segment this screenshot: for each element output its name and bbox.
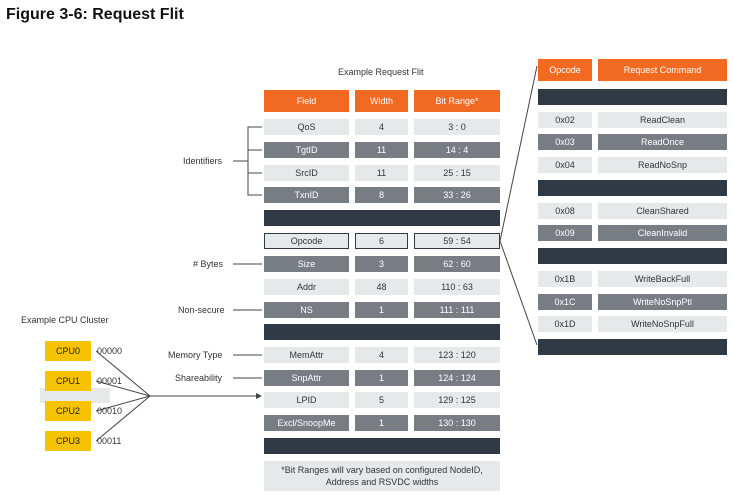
- cpu1-box: CPU1: [45, 371, 91, 391]
- label-identifiers: Identifiers: [183, 156, 223, 166]
- field-txnid: TxnID: [264, 187, 349, 203]
- field-size: Size: [264, 256, 349, 272]
- label-memory-type: Memory Type: [168, 350, 223, 360]
- opcode-divider-bar: [538, 89, 727, 105]
- width-tgtid: 11: [355, 142, 408, 158]
- opcode-command: WriteBackFull: [598, 271, 727, 287]
- cpu1-id: 00001: [97, 376, 123, 386]
- field-srcid: SrcID: [264, 165, 349, 181]
- range-excl-snoopme: 130 : 130: [414, 415, 500, 431]
- header-width: Width: [355, 90, 408, 112]
- opcode-command: WriteNoSnpFull: [598, 316, 727, 332]
- figure-title: Figure 3-6: Request Flit: [6, 6, 184, 23]
- cpu-cluster-caption: Example CPU Cluster: [21, 315, 109, 325]
- divider-bar: [264, 438, 500, 454]
- opcode-code: 0x09: [538, 225, 592, 241]
- cpu-highlight-band: [40, 388, 110, 403]
- opcode-code: 0x04: [538, 157, 592, 173]
- divider-bar: [264, 324, 500, 340]
- opcode-code: 0x1B: [538, 271, 592, 287]
- field-tgtid: TgtID: [264, 142, 349, 158]
- field-excl-snoopme: Excl/SnoopMe: [264, 415, 349, 431]
- opcode-divider-bar: [538, 339, 727, 355]
- opcode-command: CleanInvalid: [598, 225, 727, 241]
- range-snpattr: 124 : 124: [414, 370, 500, 386]
- range-txnid: 33 : 26: [414, 187, 500, 203]
- opcode-divider-bar: [538, 180, 727, 196]
- footnote: *Bit Ranges will vary based on configure…: [264, 461, 500, 491]
- width-addr: 48: [355, 279, 408, 295]
- cpu3-box: CPU3: [45, 431, 91, 451]
- range-srcid: 25 : 15: [414, 165, 500, 181]
- request-command-header: Request Command: [598, 59, 727, 81]
- opcode-command: ReadClean: [598, 112, 727, 128]
- opcode-command: ReadOnce: [598, 134, 727, 150]
- cpu0-box: CPU0: [45, 341, 91, 361]
- field-memattr: MemAttr: [264, 347, 349, 363]
- range-addr: 110 : 63: [414, 279, 500, 295]
- width-lpid: 5: [355, 392, 408, 408]
- label-shareability: Shareability: [175, 373, 223, 383]
- width-excl-snoopme: 1: [355, 415, 408, 431]
- cpu0-link: [95, 350, 151, 397]
- cpu2-box: CPU2: [45, 401, 91, 421]
- width-txnid: 8: [355, 187, 408, 203]
- header-field: Field: [264, 90, 349, 112]
- divider-bar: [264, 210, 500, 226]
- opcode-code: 0x03: [538, 134, 592, 150]
- opcode-header: Opcode: [538, 59, 592, 81]
- field-lpid: LPID: [264, 392, 349, 408]
- range-opcode: 59 : 54: [414, 233, 500, 249]
- lpid-arrowhead: [256, 393, 262, 399]
- width-ns: 1: [355, 302, 408, 318]
- opcode-code: 0x02: [538, 112, 592, 128]
- opcode-code: 0x1C: [538, 294, 592, 310]
- range-lpid: 129 : 125: [414, 392, 500, 408]
- range-qos: 3 : 0: [414, 119, 500, 135]
- flit-caption: Example Request Flit: [338, 67, 424, 77]
- label-bytes: # Bytes: [193, 259, 224, 269]
- opcode-command: ReadNoSnp: [598, 157, 727, 173]
- label-non-secure: Non-secure: [178, 305, 225, 315]
- opcode-command: CleanShared: [598, 203, 727, 219]
- opcode-divider-bar: [538, 248, 727, 264]
- width-snpattr: 1: [355, 370, 408, 386]
- width-srcid: 11: [355, 165, 408, 181]
- field-ns: NS: [264, 302, 349, 318]
- range-size: 62 : 60: [414, 256, 500, 272]
- cpu1-link: [95, 380, 151, 397]
- footnote-line-1: *Bit Ranges will vary based on configure…: [281, 465, 483, 475]
- footnote-line-2: Address and RSVDC widths: [325, 477, 439, 487]
- range-tgtid: 14 : 4: [414, 142, 500, 158]
- cpu0-id: 00000: [97, 346, 123, 356]
- width-opcode: 6: [355, 233, 408, 249]
- opcode-expand-bottom: [499, 240, 538, 346]
- cpu2-id: 00010: [97, 406, 123, 416]
- opcode-expand-top: [499, 65, 538, 242]
- identifiers-bracket: [247, 126, 262, 196]
- header-bit-range: Bit Range*: [414, 90, 500, 112]
- range-memattr: 123 : 120: [414, 347, 500, 363]
- cpu2-link: [95, 395, 151, 412]
- field-snpattr: SnpAttr: [264, 370, 349, 386]
- opcode-code: 0x08: [538, 203, 592, 219]
- width-memattr: 4: [355, 347, 408, 363]
- field-qos: QoS: [264, 119, 349, 135]
- field-addr: Addr: [264, 279, 349, 295]
- width-qos: 4: [355, 119, 408, 135]
- opcode-code: 0x1D: [538, 316, 592, 332]
- cpu3-id: 00011: [97, 436, 122, 446]
- opcode-command: WriteNoSnpPtl: [598, 294, 727, 310]
- range-ns: 111 : 111: [414, 302, 500, 318]
- cpu3-link: [95, 395, 151, 442]
- width-size: 3: [355, 256, 408, 272]
- field-opcode: Opcode: [264, 233, 349, 249]
